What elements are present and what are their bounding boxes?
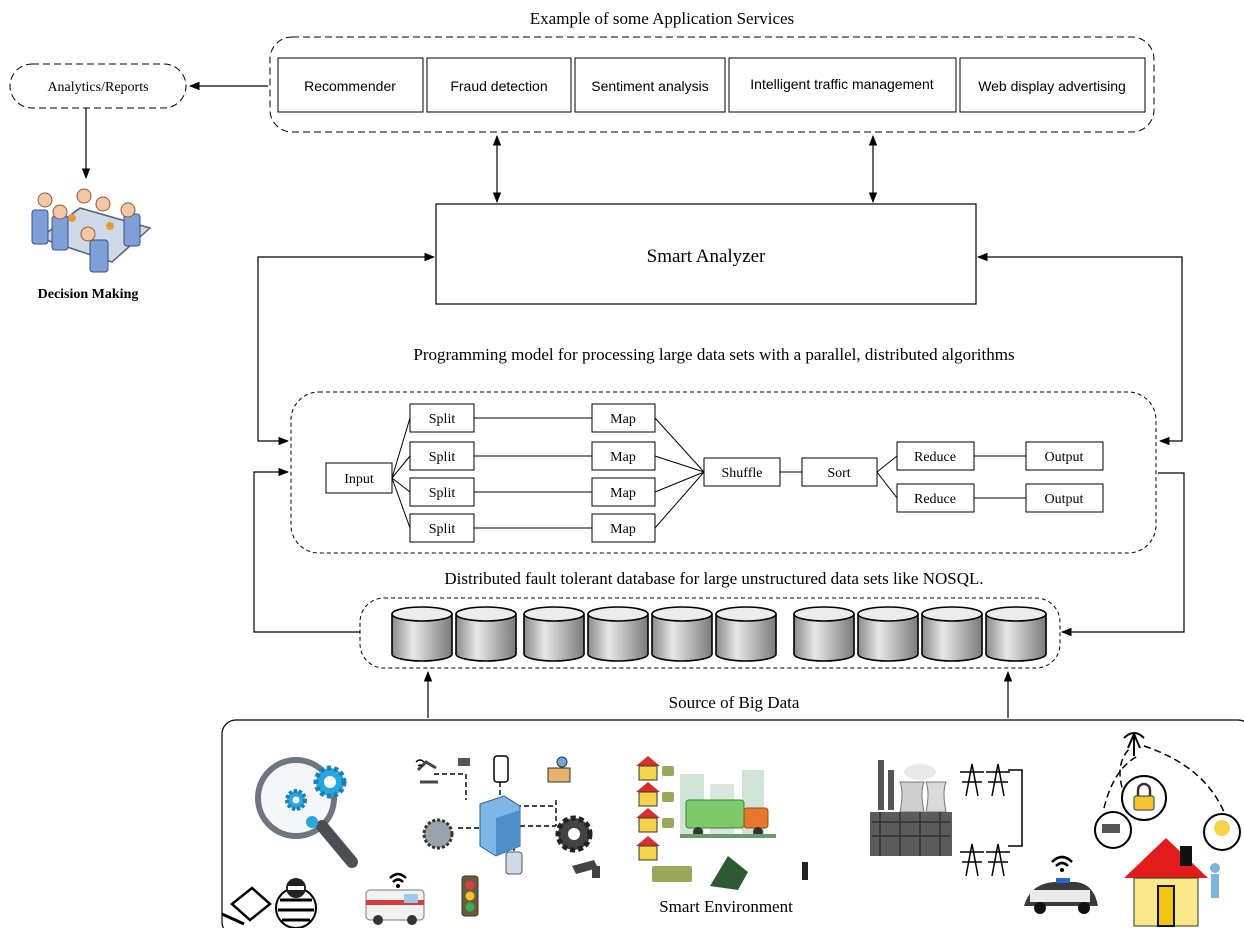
mapreduce-group — [290, 391, 1157, 554]
thief-icon — [275, 878, 317, 928]
database-cylinder — [985, 606, 1047, 662]
reduce-box-2[interactable] — [896, 483, 975, 513]
sort-box[interactable] — [801, 457, 878, 487]
output-label-2: Output — [1045, 492, 1084, 507]
database-cylinders — [391, 606, 1047, 662]
programming-model-title: Programming model for processing large d… — [413, 345, 1014, 364]
split-box-3[interactable] — [409, 477, 475, 507]
database-group — [359, 597, 1061, 669]
service-traffic-management: Intelligent traffic management — [750, 76, 934, 92]
service-recommender: Recommender — [304, 78, 396, 94]
power-towers-icon — [960, 763, 1023, 877]
output-box-2[interactable] — [1025, 483, 1104, 513]
service-fraud-detection: Fraud detection — [450, 78, 547, 94]
search-gears-icon — [255, 757, 358, 868]
split-label-2: Split — [429, 450, 456, 465]
meeting-icon — [31, 188, 152, 273]
arrow-database-to-mapreduce — [253, 467, 360, 633]
service-web-advertising: Web display advertising — [978, 78, 1126, 94]
database-title: Distributed fault tolerant database for … — [444, 569, 983, 588]
map-label-1: Map — [610, 412, 636, 427]
service-traffic-box[interactable] — [728, 57, 957, 113]
smart-home-icon — [1094, 731, 1241, 927]
source-title: Source of Big Data — [669, 693, 800, 712]
split-box-2[interactable] — [409, 441, 475, 471]
map-label-4: Map — [610, 522, 636, 537]
database-cylinder — [651, 606, 713, 662]
mapreduce-connectors — [391, 417, 1026, 529]
reduce-label-1: Reduce — [914, 450, 956, 465]
arrow-analyzer-left-loop — [257, 252, 436, 446]
database-cylinder — [391, 606, 453, 662]
split-box-1[interactable] — [409, 403, 475, 433]
database-cylinder — [921, 606, 983, 662]
service-advertising-box[interactable] — [959, 57, 1146, 113]
input-label: Input — [344, 472, 374, 487]
reduce-label-2: Reduce — [914, 492, 956, 507]
smart-environment-label: Smart Environment — [659, 897, 793, 916]
service-sentiment-analysis: Sentiment analysis — [591, 78, 709, 94]
map-label-2: Map — [610, 450, 636, 465]
smart-environment-icon — [636, 756, 808, 890]
sort-label: Sort — [827, 466, 850, 481]
database-cylinder — [857, 606, 919, 662]
shuffle-label: Shuffle — [722, 466, 763, 481]
database-cylinder — [523, 606, 585, 662]
split-box-4[interactable] — [409, 513, 475, 543]
connected-building-icon — [415, 755, 600, 878]
service-fraud-box[interactable] — [426, 57, 572, 113]
database-cylinder — [715, 606, 777, 662]
analytics-reports-node — [9, 63, 187, 109]
services-group — [269, 36, 1155, 133]
output-label-1: Output — [1045, 450, 1084, 465]
input-box[interactable] — [325, 462, 393, 494]
source-panel — [221, 719, 1244, 928]
arrow-mapreduce-to-database — [1060, 472, 1185, 637]
police-car-icon — [1024, 855, 1098, 914]
laptop-icon — [221, 886, 272, 926]
split-label-4: Split — [429, 522, 456, 537]
traffic-light-icon — [461, 875, 479, 917]
database-cylinder — [793, 606, 855, 662]
map-box-4[interactable] — [591, 513, 656, 543]
database-cylinder — [587, 606, 649, 662]
split-label-3: Split — [429, 486, 456, 501]
analytics-reports-label: Analytics/Reports — [47, 80, 148, 95]
services-title: Example of some Application Services — [530, 9, 794, 28]
database-cylinder — [455, 606, 517, 662]
shuffle-box[interactable] — [703, 457, 781, 487]
services-row: Recommender Fraud detection Sentiment an… — [277, 57, 1146, 113]
map-box-3[interactable] — [591, 477, 656, 507]
ambulance-icon — [365, 872, 425, 925]
service-recommender-box[interactable] — [277, 57, 424, 113]
power-plant-icon — [870, 760, 952, 856]
map-box-1[interactable] — [591, 403, 656, 433]
decision-making-label: Decision Making — [38, 287, 139, 302]
output-box-1[interactable] — [1025, 441, 1104, 471]
mapreduce-nodes: Input Split Split Split Split Map Map Ma… — [325, 403, 1104, 543]
service-sentiment-box[interactable] — [574, 57, 726, 113]
arrow-analyzer-right-loop — [976, 252, 1183, 446]
map-label-3: Map — [610, 486, 636, 501]
split-label-1: Split — [429, 412, 456, 427]
map-box-2[interactable] — [591, 441, 656, 471]
smart-analyzer-label: Smart Analyzer — [647, 246, 766, 267]
smart-analyzer-box[interactable] — [435, 203, 977, 305]
reduce-box-1[interactable] — [896, 441, 975, 471]
